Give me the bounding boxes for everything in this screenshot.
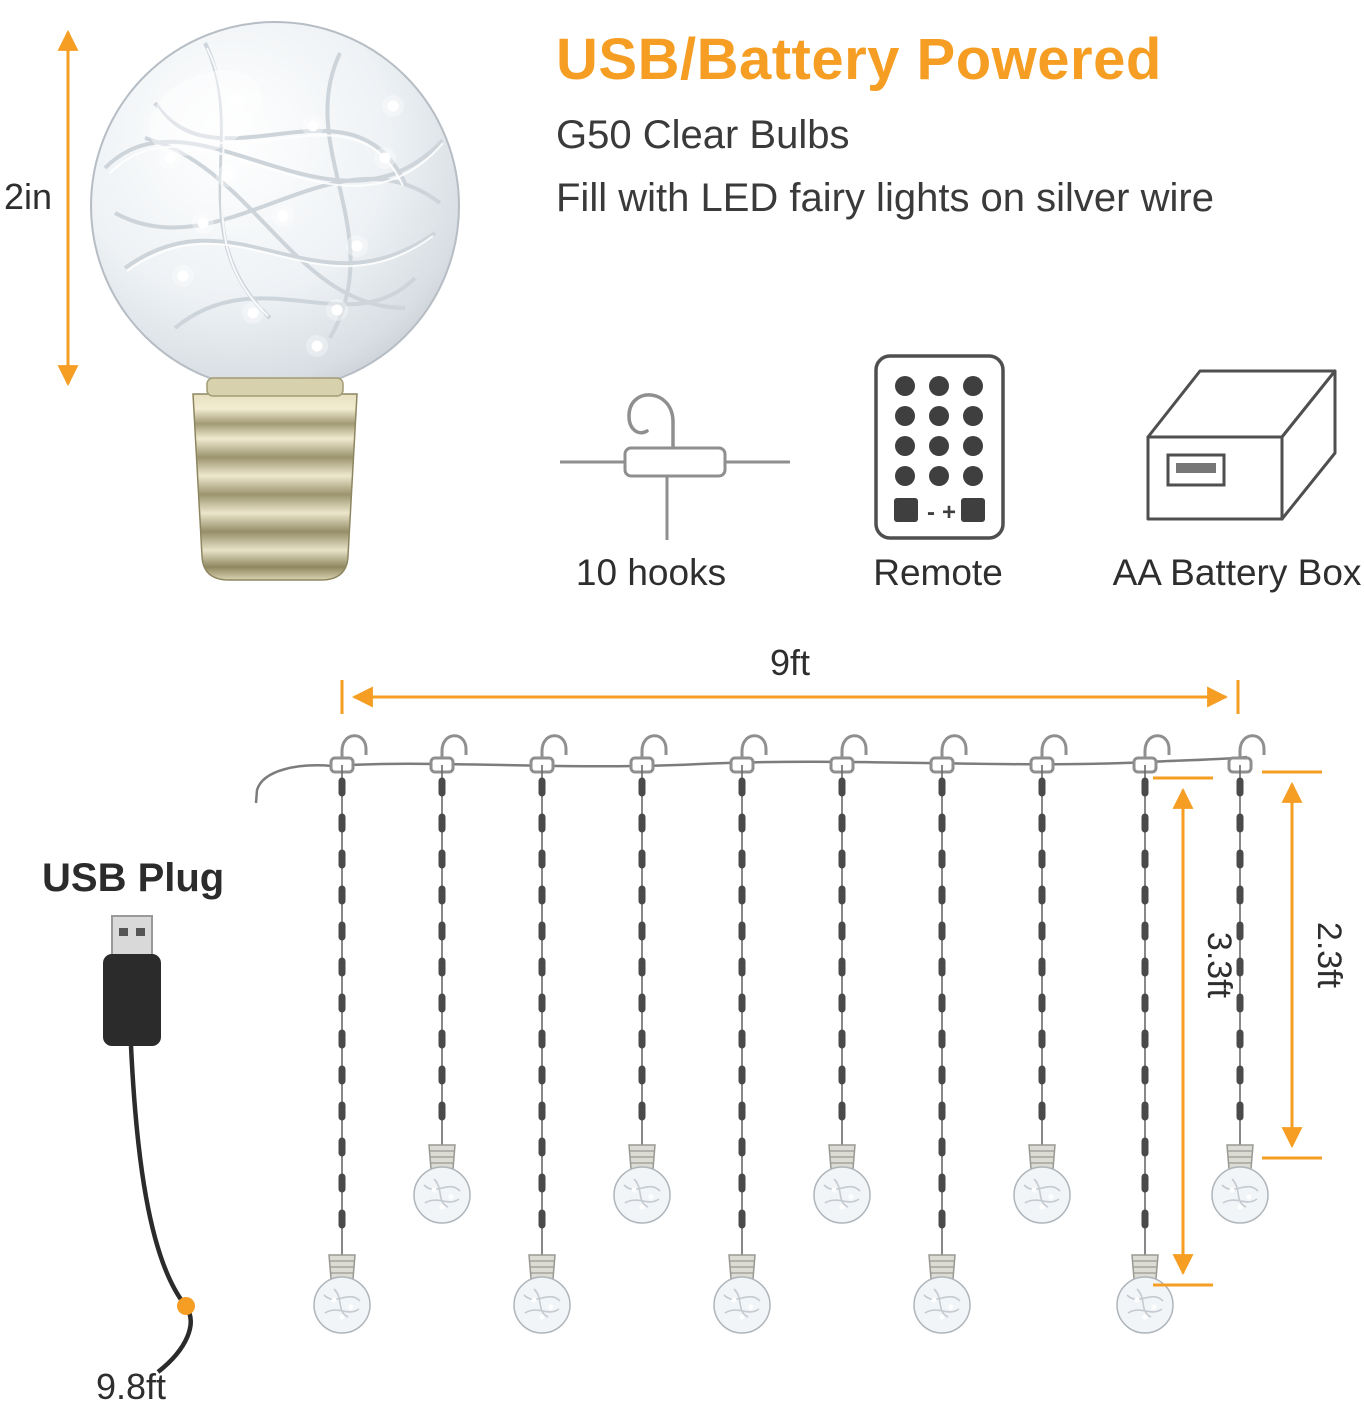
hanging-hook-label: 10 hooks	[575, 552, 727, 593]
subtitle-line-2: Fill with LED fairy lights on silver wir…	[556, 176, 1214, 221]
subtitle: G50 Clear Bulbs Fill with LED fairy ligh…	[556, 104, 1214, 230]
bulb-screw-base	[192, 393, 358, 581]
long-drop-arrow	[1153, 776, 1213, 1287]
light-strings	[314, 765, 1268, 1333]
g50-bulb-image	[90, 21, 460, 581]
bulb-height-label: 2in	[4, 176, 53, 217]
lead-length-label: 9.8ft	[96, 1366, 167, 1407]
hanging-hooks	[329, 734, 1266, 774]
short-drop-label: 2.3ft	[1310, 922, 1348, 989]
width-dimension-arrow	[340, 680, 1240, 714]
usb-plug-label: USB Plug	[42, 856, 225, 900]
fairy-wire-tangle	[103, 42, 447, 357]
remote-control-label: Remote	[873, 552, 1003, 593]
bulb-height-arrow	[57, 29, 79, 387]
cable-joint-dot	[177, 1297, 195, 1315]
lead-cable	[128, 1045, 193, 1374]
page-title: USB/Battery Powered	[556, 27, 1162, 92]
remote-minus-label: -	[927, 499, 935, 526]
usb-plug-icon	[103, 915, 195, 1374]
battery-box-icon	[1146, 369, 1337, 521]
subtitle-line-1: G50 Clear Bulbs	[556, 113, 850, 157]
remote-control-icon: - +	[874, 354, 1005, 540]
remote-plus-label: +	[942, 499, 956, 526]
main-wire	[331, 755, 1248, 768]
lead-wire-top	[254, 764, 333, 804]
long-drop-label: 3.3ft	[1200, 932, 1238, 999]
battery-box-label: AA Battery Box	[1112, 552, 1362, 593]
led-dots	[159, 89, 404, 357]
width-label: 9ft	[769, 642, 811, 683]
hanging-hook-icon	[560, 393, 790, 540]
short-drop-arrow	[1262, 770, 1322, 1160]
